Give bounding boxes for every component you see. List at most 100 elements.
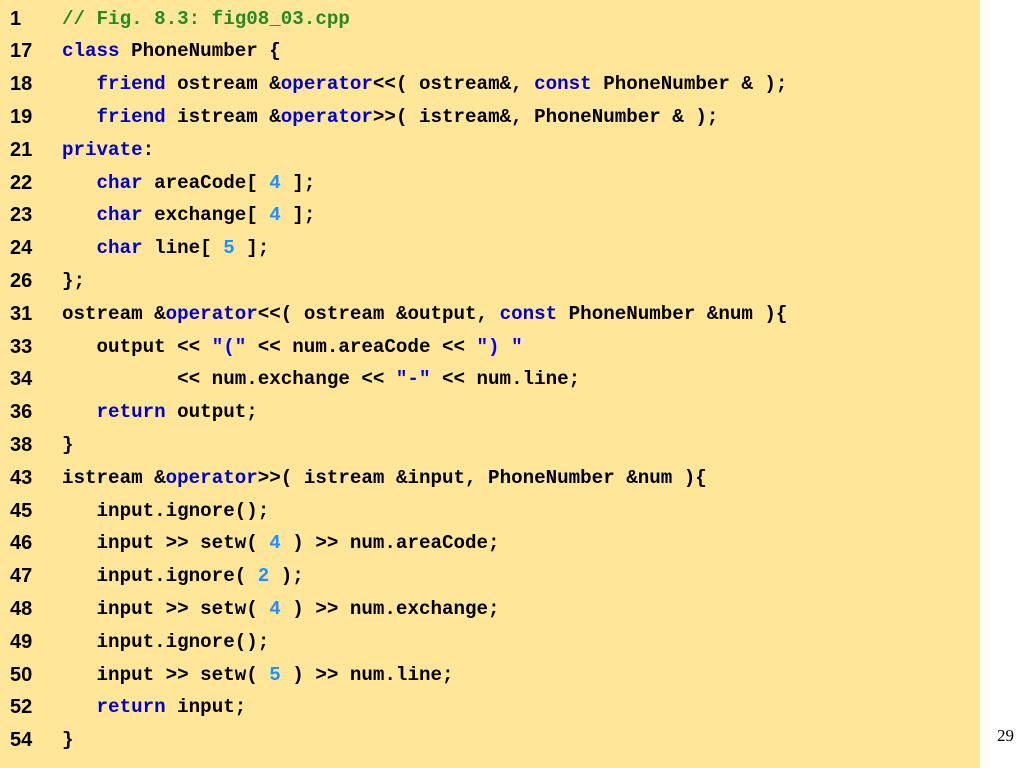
code-line: 52 return input; — [0, 691, 980, 724]
code-token-num: 5 — [269, 663, 281, 686]
line-number: 18 — [10, 73, 33, 96]
line-number: 21 — [10, 138, 33, 161]
code-token-str: "(" — [211, 335, 247, 358]
code-token-plain: <<( ostream&, — [372, 73, 535, 96]
code-token-kw: friend — [96, 73, 166, 96]
code-token-plain: output << — [62, 335, 212, 358]
code-text: << num.exchange << "-" << num.line; — [62, 363, 580, 396]
code-token-plain — [62, 696, 97, 718]
code-token-kw: return — [96, 401, 166, 424]
code-token-plain: ostream & — [62, 302, 166, 325]
code-token-plain: ]; — [234, 237, 270, 260]
code-line: 26}; — [0, 265, 980, 298]
code-text: return output; — [62, 396, 258, 429]
code-token-plain: >>( istream &input, PhoneNumber &num ){ — [257, 466, 707, 489]
code-token-kw: char — [96, 171, 143, 194]
code-token-kw: private — [62, 138, 143, 161]
code-line: 1 // Fig. 8.3: fig08_03.cpp — [0, 3, 980, 36]
code-line: 47 input.ignore( 2 ); — [0, 560, 980, 593]
code-line: 19 friend istream &operator>>( istream&,… — [0, 101, 980, 134]
code-token-num: 2 — [257, 565, 270, 588]
code-line: 31 ostream &operator<<( ostream &output, … — [0, 298, 980, 331]
code-token-plain: ostream & — [165, 73, 281, 96]
code-text: friend ostream &operator<<( ostream&, co… — [62, 68, 788, 101]
code-line: 36 return output; — [0, 396, 980, 429]
code-text: char line[ 5 ]; — [62, 232, 270, 265]
code-token-str: "-" — [395, 368, 431, 391]
code-text: output << "(" << num.areaCode << ") " — [62, 331, 523, 364]
code-token-num: 4 — [269, 204, 281, 227]
line-number: 54 — [10, 729, 33, 752]
code-token-plain: output; — [165, 401, 258, 424]
line-number: 1 — [10, 7, 22, 30]
code-token-plain: } — [62, 434, 74, 456]
code-text: char exchange[ 4 ]; — [62, 199, 316, 232]
code-token-kw: const — [499, 302, 558, 325]
code-text: istream &operator>>( istream &input, Pho… — [62, 462, 707, 495]
code-line: 34 << num.exchange << "-" << num.line; — [0, 363, 980, 396]
code-token-plain: ]; — [280, 171, 316, 194]
code-token-plain: ) >> num.line; — [280, 663, 454, 686]
code-token-plain: input.ignore( — [62, 565, 258, 588]
code-text: char areaCode[ 4 ]; — [62, 167, 316, 200]
code-token-plain: ) >> num.areaCode; — [280, 532, 500, 555]
code-token-num: 4 — [269, 171, 281, 194]
code-token-kw: class — [62, 40, 120, 63]
code-token-plain: areaCode[ — [142, 171, 270, 194]
code-token-plain: PhoneNumber & ); — [591, 73, 788, 96]
code-line: 24 char line[ 5 ]; — [0, 232, 980, 265]
code-token-num: 4 — [269, 532, 281, 555]
code-token-plain: << num.exchange << — [62, 368, 396, 391]
code-token-plain: >>( istream&, PhoneNumber & ); — [372, 106, 719, 128]
code-token-kw: char — [96, 204, 143, 227]
code-text: input >> setw( 4 ) >> num.exchange; — [62, 593, 500, 626]
code-line: 43 istream &operator>>( istream &input, P… — [0, 462, 980, 495]
code-token-plain: istream & — [62, 466, 166, 489]
code-token-plain: exchange[ — [142, 204, 270, 227]
code-token-plain — [62, 73, 97, 95]
code-line: 22 char areaCode[ 4 ]; — [0, 167, 980, 200]
line-number: 50 — [10, 663, 33, 686]
line-number: 52 — [10, 696, 33, 719]
code-token-plain: }; — [62, 270, 86, 292]
code-line: 21 private: — [0, 134, 980, 167]
line-number: 49 — [10, 630, 33, 653]
code-token-kw: const — [534, 73, 592, 96]
line-number: 26 — [10, 270, 33, 292]
code-line: 33 output << "(" << num.areaCode << ") " — [0, 331, 980, 364]
line-number: 36 — [10, 401, 33, 424]
code-token-kw: friend — [96, 106, 166, 128]
line-number: 38 — [10, 434, 33, 456]
code-text: input >> setw( 4 ) >> num.areaCode; — [62, 527, 500, 560]
line-number: 43 — [10, 466, 33, 489]
code-text: } — [62, 429, 74, 462]
code-token-plain: <<( ostream &output, — [257, 302, 500, 325]
code-token-str: ") " — [476, 335, 523, 358]
line-number: 23 — [10, 204, 33, 227]
code-token-plain: << num.line; — [430, 368, 581, 391]
code-text: friend istream &operator>>( istream&, Ph… — [62, 101, 719, 134]
code-line: 49 input.ignore(); — [0, 626, 980, 659]
code-token-plain — [62, 106, 97, 128]
code-token-plain — [62, 204, 97, 226]
code-token-num: 4 — [269, 598, 281, 620]
code-text: ostream &operator<<( ostream &output, co… — [62, 298, 787, 331]
code-line: 45 input.ignore(); — [0, 495, 980, 528]
code-line: 38} — [0, 429, 980, 462]
code-token-plain: input >> setw( — [62, 598, 270, 620]
code-token-comment: // Fig. 8.3: fig08_03.cpp — [62, 7, 350, 30]
code-token-plain: PhoneNumber { — [119, 40, 281, 63]
code-token-plain: << num.areaCode << — [246, 335, 477, 358]
code-text: } — [62, 724, 74, 757]
code-line: 23 char exchange[ 4 ]; — [0, 199, 980, 232]
code-text: private: — [62, 134, 154, 167]
code-token-kw: char — [96, 237, 143, 260]
code-token-kw: operator — [280, 73, 373, 96]
line-number: 48 — [10, 598, 33, 620]
line-number: 47 — [10, 565, 33, 588]
code-token-plain: line[ — [142, 237, 224, 260]
code-line: 18 friend ostream &operator<<( ostream&,… — [0, 68, 980, 101]
code-token-num: 5 — [223, 237, 235, 260]
line-number: 31 — [10, 302, 33, 325]
